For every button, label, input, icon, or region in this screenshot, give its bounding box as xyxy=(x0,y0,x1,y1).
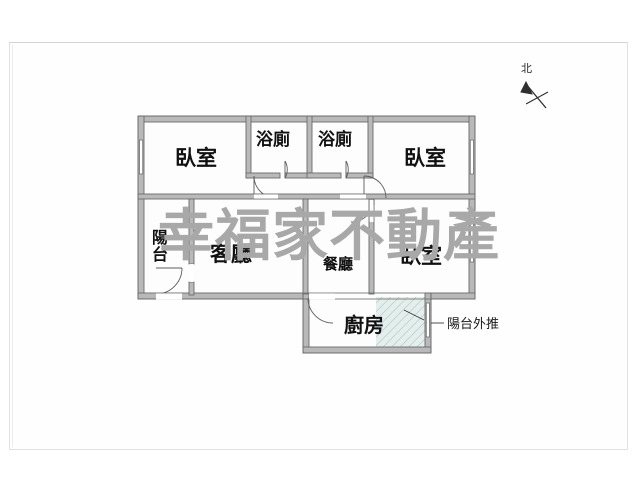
room-label-bedroom-top-right: 臥室 xyxy=(404,146,446,170)
walls xyxy=(137,115,476,354)
annotation-balcony-enclosed: 陽台外推 xyxy=(447,317,500,332)
room-label-bathroom-right: 浴廁 xyxy=(318,130,352,150)
door-openings xyxy=(156,194,374,300)
room-label-living-room: 客廳 xyxy=(210,242,252,266)
image-frame-inner-rule xyxy=(12,45,625,447)
north-arrow-icon xyxy=(520,80,549,109)
annotation-leader-line xyxy=(403,309,444,324)
room-label-kitchen: 廚房 xyxy=(344,313,384,337)
room-label-dining-room: 餐廳 xyxy=(323,255,354,273)
north-label: 北 xyxy=(521,62,532,75)
windows xyxy=(139,139,474,338)
room-label-bathroom-left: 浴廁 xyxy=(256,130,290,150)
room-label-balcony-left: 陽台 xyxy=(152,228,169,264)
room-label-bedroom-top-left: 臥室 xyxy=(175,146,217,170)
room-label-bedroom-right: 臥室 xyxy=(400,244,442,268)
hatched-enclosed-balcony-area xyxy=(376,297,429,349)
